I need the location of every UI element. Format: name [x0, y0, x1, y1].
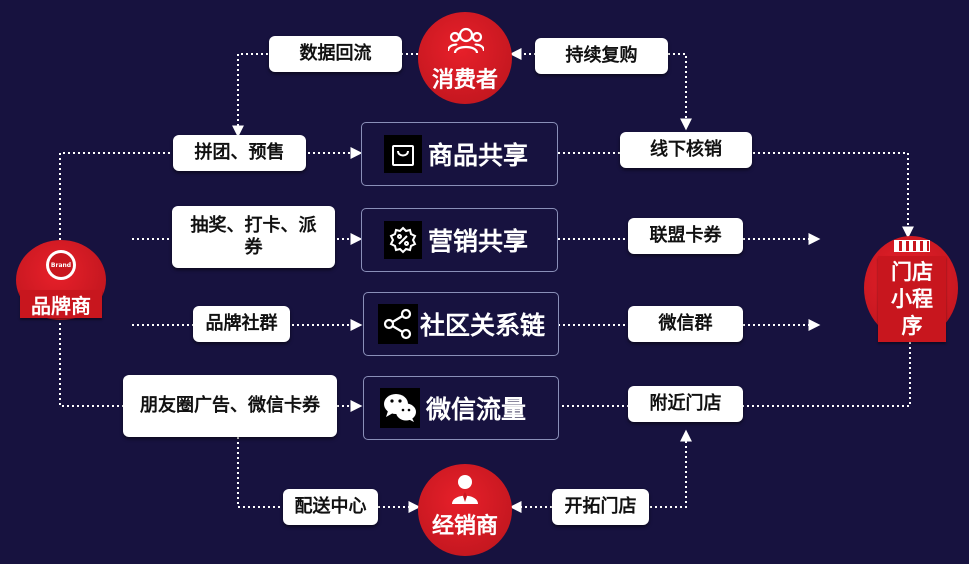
line-store-to-wechat — [560, 342, 911, 407]
line-repurchase-to-offline — [668, 53, 692, 131]
center-box-goods: 商品共享 — [361, 122, 558, 186]
brand-label: 品牌商 — [31, 293, 91, 318]
label-alliance-coupon: 联盟卡券 — [628, 218, 743, 254]
store-banner: 门店 小程 序 — [878, 256, 946, 342]
person-icon — [450, 474, 480, 508]
label-nearby-store: 附近门店 — [628, 386, 743, 422]
store-label-line1: 门店 — [891, 259, 933, 284]
center-wechat-label: 微信流量 — [426, 395, 527, 424]
brand-node: Brand 品牌商 — [14, 240, 108, 320]
dealer-label: 经销商 — [431, 514, 498, 539]
center-goods-label: 商品共享 — [428, 141, 529, 170]
store-label-line3: 序 — [901, 313, 923, 338]
center-box-marketing: 营销共享 — [361, 208, 558, 272]
label-group-presale: 拼团、预售 — [173, 135, 306, 171]
shopping-bag-icon — [384, 135, 422, 173]
wechat-icon — [380, 388, 420, 428]
discount-badge-icon — [384, 221, 422, 259]
label-brand-group: 品牌社群 — [193, 306, 290, 342]
label-data-return: 数据回流 — [269, 36, 402, 72]
shop-awning-icon — [894, 240, 930, 252]
label-moments-ads: 朋友圈广告、微信卡券 — [123, 375, 337, 437]
people-icon — [446, 26, 486, 58]
share-icon — [378, 304, 418, 344]
label-lottery: 抽奖、打卡、派券 — [172, 206, 335, 268]
brand-badge-icon: Brand — [46, 250, 76, 280]
brand-banner: 品牌商 — [20, 290, 102, 318]
center-marketing-label: 营销共享 — [428, 227, 529, 256]
dealer-node: 经销商 — [418, 464, 512, 556]
brand-badge-text: Brand — [50, 261, 72, 269]
label-delivery-center: 配送中心 — [283, 489, 378, 525]
store-node: 门店 小程 序 — [864, 236, 958, 346]
label-wechat-group: 微信群 — [628, 306, 743, 342]
center-box-wechat: 微信流量 — [363, 376, 559, 440]
store-label-line2: 小程 — [891, 286, 933, 311]
label-repurchase: 持续复购 — [535, 38, 668, 74]
label-offline-verify: 线下核销 — [620, 132, 752, 168]
center-community-label: 社区关系链 — [420, 311, 546, 340]
consumer-node: 消费者 — [418, 12, 512, 104]
center-box-community: 社区关系链 — [363, 292, 559, 356]
label-open-store: 开拓门店 — [552, 489, 649, 525]
line-open-to-nearby — [650, 429, 692, 508]
consumer-label: 消费者 — [431, 68, 498, 93]
